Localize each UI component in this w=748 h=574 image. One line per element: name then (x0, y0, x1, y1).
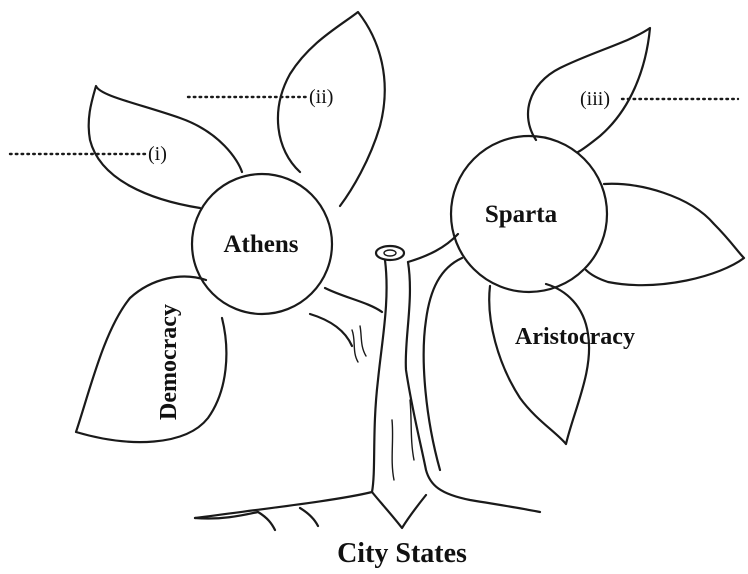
leaf-i (87, 84, 244, 210)
leaf-label-democracy: Democracy (156, 304, 182, 420)
leaf-iii (526, 26, 652, 154)
blank-label-i: (i) (148, 143, 167, 165)
leaf-right (584, 182, 746, 287)
node-athens: Athens (223, 231, 298, 258)
blank-label-iii: (iii) (580, 88, 610, 110)
leaf-label-aristocracy: Aristocracy (515, 324, 635, 350)
tree-trunk (193, 232, 542, 532)
node-sparta: Sparta (485, 201, 558, 228)
leaf-aristocracy (488, 282, 591, 446)
athens-circle (190, 172, 334, 316)
diagram-title: City States (337, 538, 467, 569)
sparta-circle (449, 134, 609, 294)
blank-label-ii: (ii) (309, 86, 333, 108)
leaf-ii (276, 10, 386, 208)
leaf-democracy (74, 275, 228, 444)
